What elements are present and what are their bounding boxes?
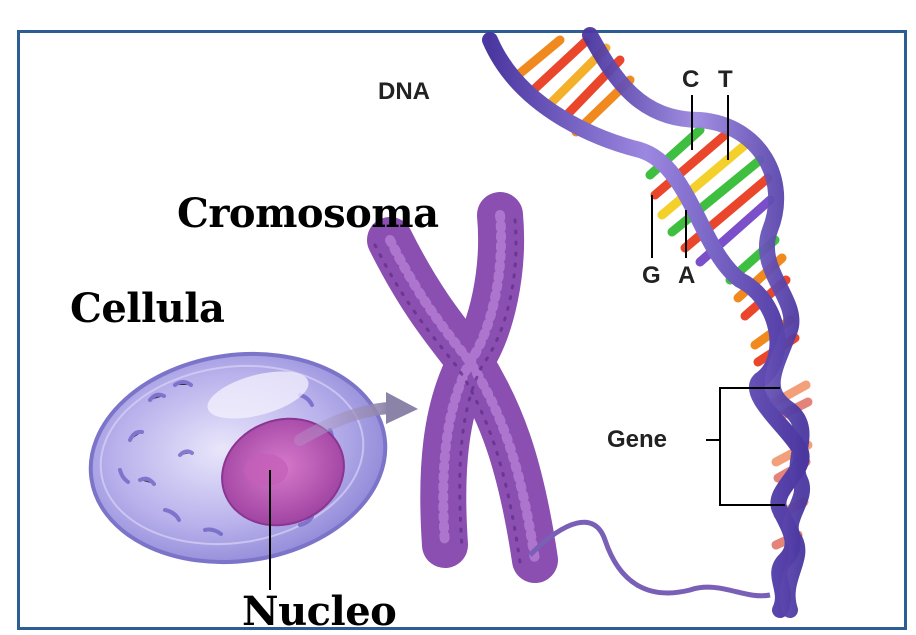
cellula-label: Cellula bbox=[70, 285, 224, 332]
cromosoma-label: Cromosoma bbox=[177, 190, 439, 237]
dna-label: DNA bbox=[378, 78, 430, 106]
base-g-label: G bbox=[642, 262, 661, 290]
gene-label: Gene bbox=[607, 426, 667, 454]
base-c-label: C bbox=[682, 66, 699, 94]
base-t-label: T bbox=[718, 66, 733, 94]
nucleo-label: Nucleo bbox=[242, 588, 396, 635]
diagram: DNA C T G A Gene Cromosoma Cellula Nucle… bbox=[0, 0, 916, 622]
chromosome bbox=[375, 215, 770, 596]
base-a-label: A bbox=[678, 262, 695, 290]
cell bbox=[77, 335, 418, 590]
